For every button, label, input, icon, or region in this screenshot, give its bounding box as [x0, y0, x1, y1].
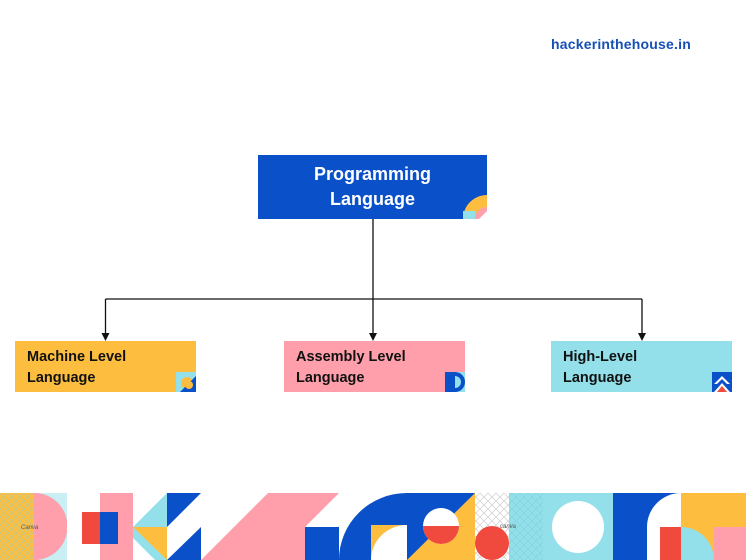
- high-corner-decor: [712, 372, 732, 392]
- node-assembly-level[interactable]: Assembly Level Language: [284, 341, 465, 392]
- root-label: Programming Language: [313, 164, 432, 209]
- decorative-pattern-strip: [0, 493, 746, 560]
- watermark-2: canva: [500, 524, 517, 530]
- node-machine-level[interactable]: Machine Level Language: [15, 341, 196, 392]
- node-machine-label: Machine Level Language: [27, 349, 127, 386]
- root-corner-decor: [463, 195, 487, 219]
- node-assembly-label: Assembly Level Language: [296, 349, 406, 386]
- node-high-label: High-Level Language: [563, 349, 638, 386]
- assembly-corner-decor: [445, 372, 465, 392]
- node-high-level[interactable]: High-Level Language: [551, 341, 732, 392]
- root-node[interactable]: Programming Language: [258, 155, 487, 219]
- watermark-1: Canva: [21, 525, 39, 531]
- machine-corner-decor: [176, 372, 196, 392]
- site-url[interactable]: hackerinthehouse.in: [551, 36, 691, 52]
